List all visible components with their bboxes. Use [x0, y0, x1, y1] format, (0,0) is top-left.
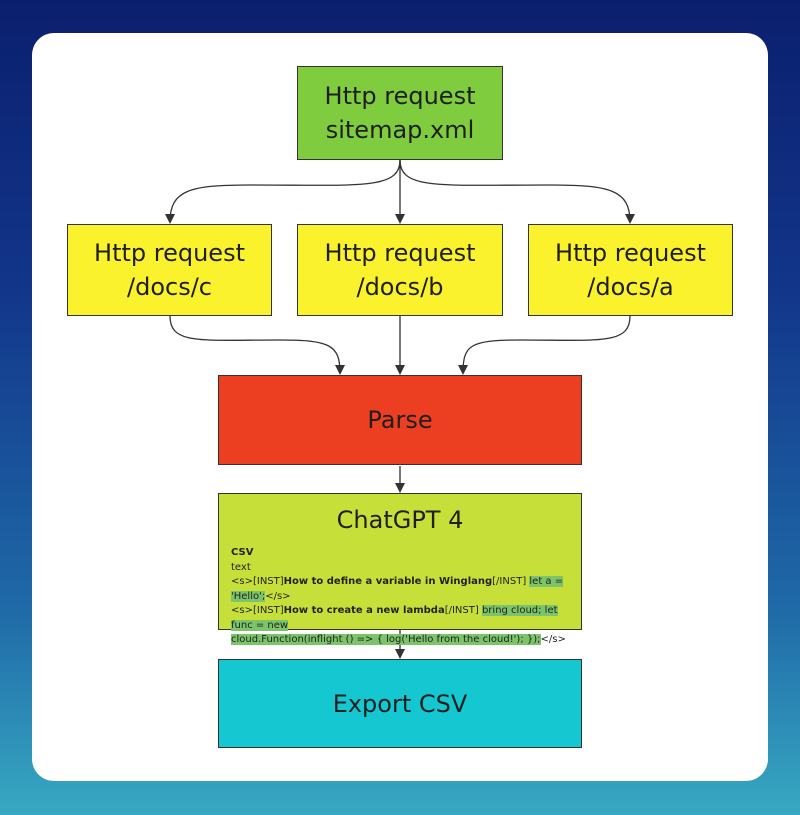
csv-row2-end: </s> — [540, 634, 566, 645]
csv-row2-question: How to create a new lambda — [283, 605, 445, 616]
node-http-request-docs-b: Http request /docs/b — [297, 224, 503, 316]
csv-row1-close: [/INST] — [492, 576, 527, 587]
node-docs-b-line2: /docs/b — [356, 273, 444, 301]
csv-row2-open: <s>[INST] — [231, 605, 284, 616]
node-docs-a-line2: /docs/a — [587, 273, 674, 301]
csv-row-2-cont: cloud.Function(inflight () => { log('Hel… — [231, 633, 571, 648]
node-http-request-docs-c: Http request /docs/c — [67, 224, 272, 316]
csv-row2-answer-part2: cloud.Function(inflight () => { log('Hel… — [231, 634, 541, 645]
node-docs-c-line1: Http request — [94, 239, 245, 267]
node-sitemap-line1: Http request — [324, 82, 476, 110]
csv-header: CSV — [231, 547, 254, 558]
node-sitemap-line2: sitemap.xml — [325, 116, 475, 144]
node-docs-a-line1: Http request — [555, 239, 706, 267]
node-docs-c-line2: /docs/c — [127, 273, 212, 301]
node-chatgpt-title: ChatGPT 4 — [336, 506, 464, 534]
node-export-label: Export CSV — [332, 689, 468, 718]
csv-sample: CSV text <s>[INST]How to define a variab… — [231, 546, 571, 648]
node-parse: Parse — [218, 375, 582, 465]
csv-row2-close: [/INST] — [444, 605, 479, 616]
arrow-sitemap-to-docs-c — [165, 159, 401, 224]
arrow-docs-c-to-parse — [169, 315, 345, 375]
node-http-request-docs-a: Http request /docs/a — [528, 224, 733, 316]
csv-row1-end: </s> — [265, 590, 291, 602]
arrow-docs-a-to-parse — [458, 315, 631, 375]
node-docs-b-line1: Http request — [324, 239, 476, 267]
node-http-request-sitemap: Http request sitemap.xml — [297, 66, 503, 160]
node-export-csv: Export CSV — [218, 659, 582, 748]
node-chatgpt: ChatGPT 4 CSV text <s>[INST]How to defin… — [218, 493, 582, 645]
node-parse-label: Parse — [367, 406, 433, 434]
csv-row-1: <s>[INST]How to define a variable in Win… — [231, 575, 571, 604]
csv-row1-question: How to define a variable in Winglang — [283, 576, 493, 587]
csv-row-2: <s>[INST]How to create a new lambda[/INS… — [231, 604, 571, 633]
csv-type: text — [231, 561, 251, 573]
csv-row1-open: <s>[INST] — [231, 576, 284, 587]
arrow-sitemap-to-docs-a — [399, 159, 635, 224]
